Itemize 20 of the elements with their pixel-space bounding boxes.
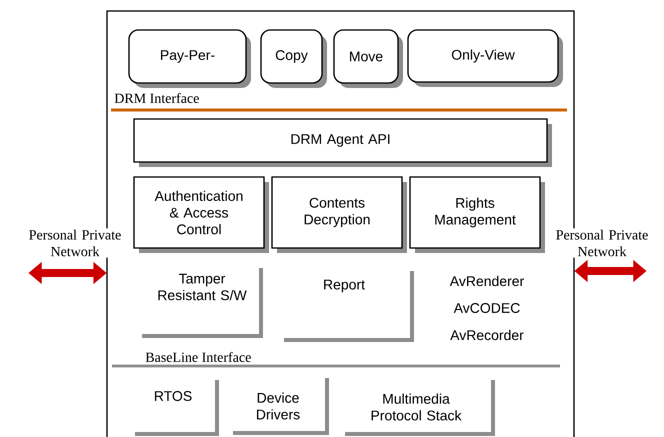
rounded-box: Only-View	[407, 29, 563, 87]
process-box: Rights Management	[409, 176, 545, 253]
module-box: RTOS	[135, 380, 219, 436]
rounded-box: Pay-Per-	[128, 29, 251, 88]
module-box: Multimedia Protocol Stack	[345, 380, 495, 436]
module-box: Tamper Resistant S/W	[142, 268, 263, 338]
network-label: Personal Private Network	[550, 228, 654, 258]
rounded-box: Copy	[260, 29, 327, 88]
module-box: Report	[284, 271, 414, 342]
module-box: Device Drivers	[233, 378, 329, 435]
component-label: AvRecorder	[450, 330, 524, 340]
interface-label: DRM Interface	[114, 93, 199, 103]
process-box: Authentication & Access Control	[133, 176, 269, 253]
network-label: Personal Private Network	[24, 228, 126, 258]
interface-label: BaseLine Interface	[146, 352, 251, 362]
rounded-box: Move	[333, 29, 403, 88]
process-box: DRM Agent API	[133, 118, 552, 167]
process-box: Contents Decryption	[271, 176, 407, 253]
component-label: AvRenderer	[450, 276, 524, 286]
component-label: AvCODEC	[454, 303, 520, 313]
